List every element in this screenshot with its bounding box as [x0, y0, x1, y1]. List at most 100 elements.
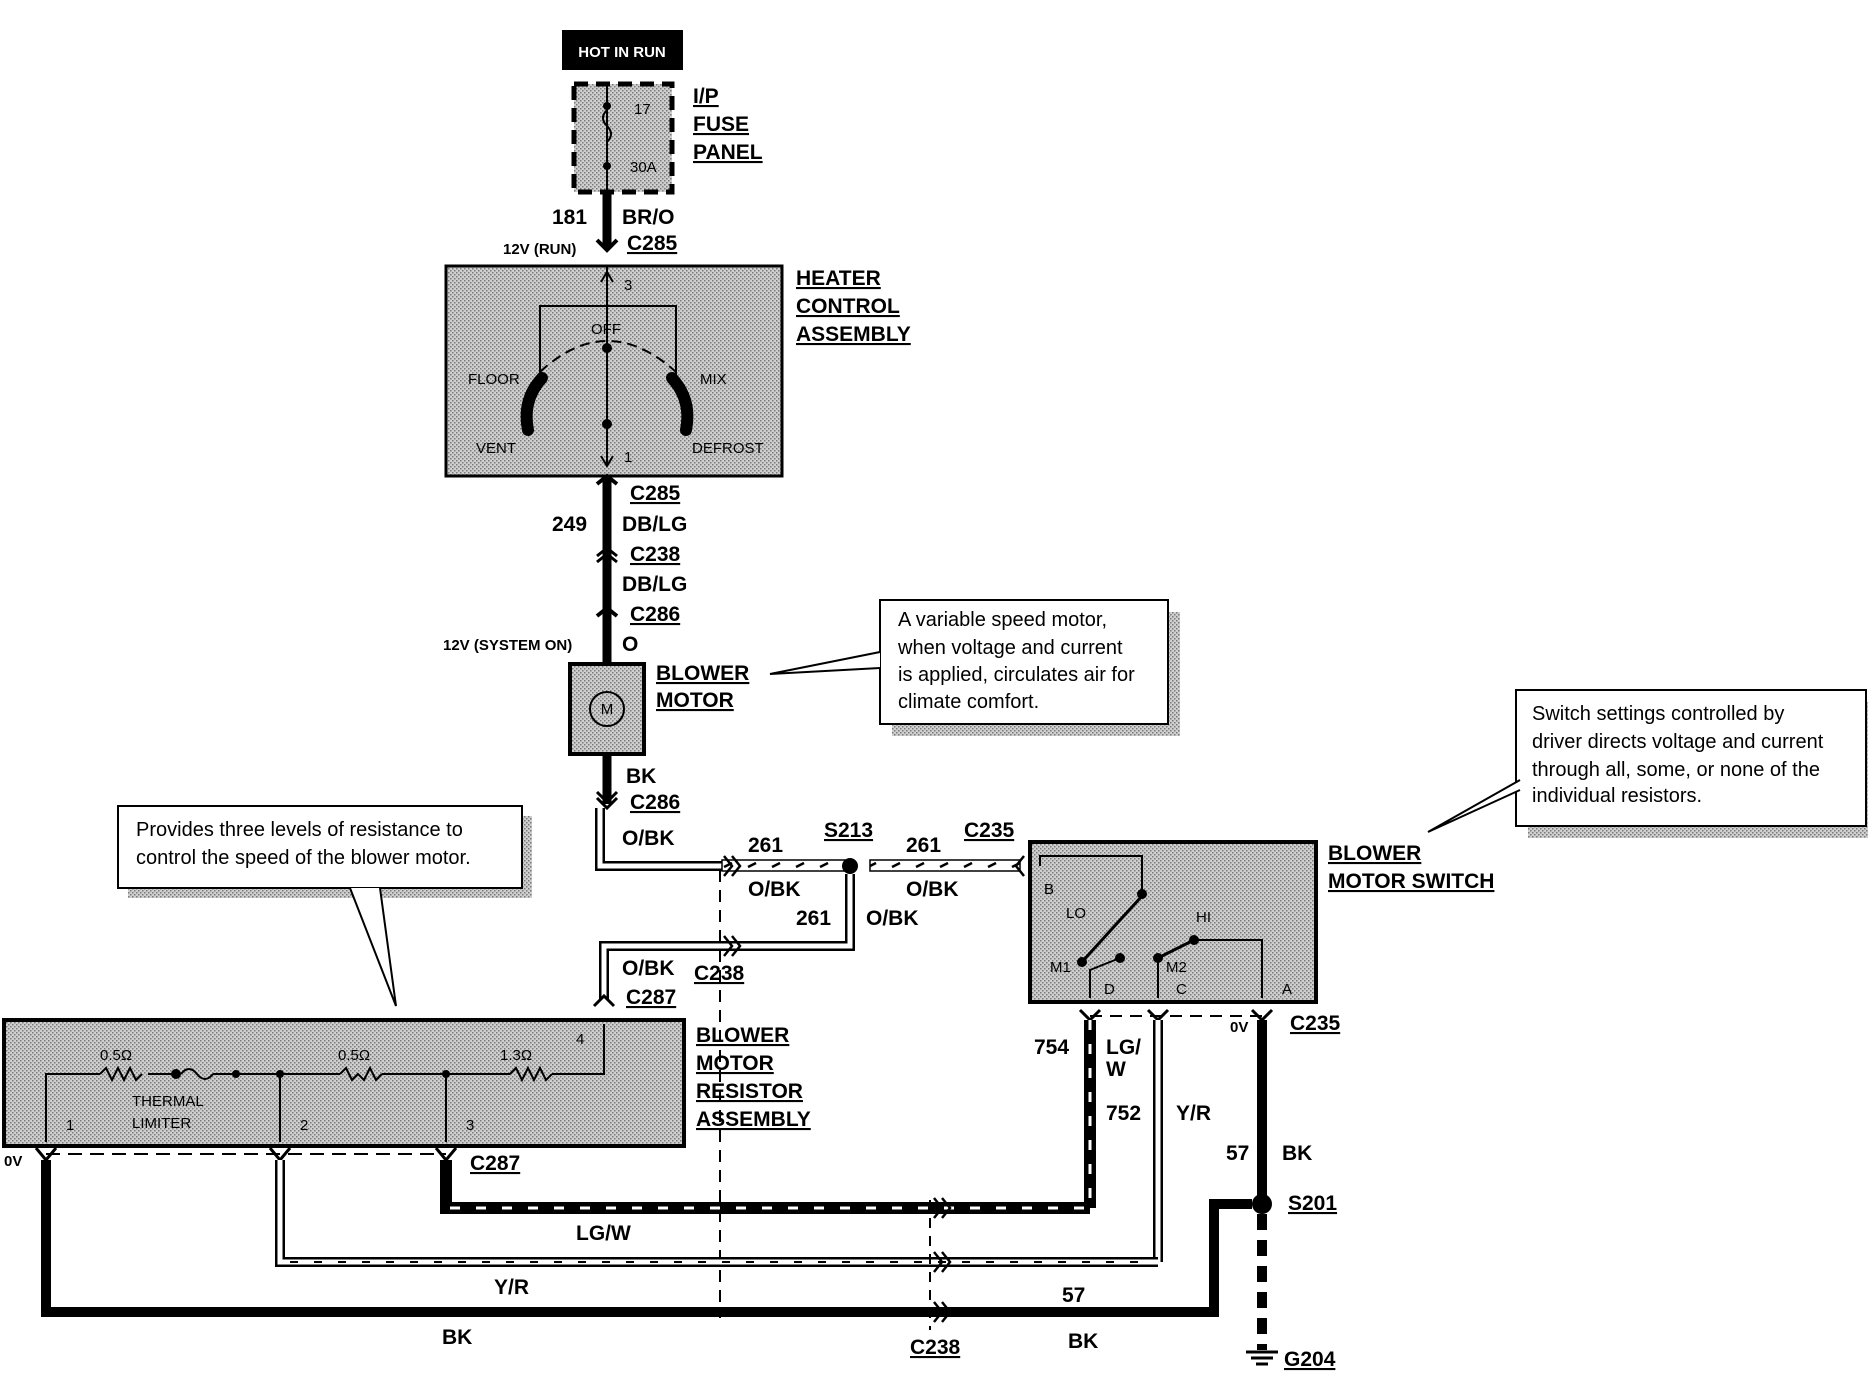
- ground-g204-label: G204: [1284, 1348, 1336, 1371]
- svg-text:3: 3: [466, 1117, 474, 1134]
- connector-c286-top: [595, 605, 619, 618]
- resistor-2-icon: [339, 1065, 383, 1082]
- blower-switch-label-1: BLOWER: [1328, 842, 1421, 865]
- fuse-number: 17: [634, 101, 651, 118]
- svg-text:LIMITER: LIMITER: [132, 1115, 191, 1132]
- wire-obk-color-2: O/BK: [748, 878, 801, 901]
- resistor-1-icon: [99, 1065, 143, 1083]
- fuse-panel-label-3: PANEL: [693, 141, 763, 164]
- resistor-label-2: MOTOR: [696, 1052, 774, 1075]
- svg-text:VENT: VENT: [476, 440, 516, 457]
- wire-261-obk: [595, 808, 1025, 1318]
- svg-text:HOT IN RUN: HOT IN RUN: [578, 44, 666, 61]
- connector-c286-bottom: [595, 790, 619, 811]
- resistor-callout: Provides three levels of resistance to c…: [117, 805, 532, 1007]
- wire-754-number: 754: [1034, 1036, 1069, 1059]
- blower-motor-callout: A variable speed motor, when voltage and…: [769, 599, 1180, 736]
- svg-text:through all, some, or none of: through all, some, or none of the: [1532, 759, 1820, 781]
- svg-text:4: 4: [576, 1031, 584, 1048]
- wire-57-number-2: 57: [1062, 1284, 1085, 1307]
- wire-yr-color: Y/R: [494, 1276, 529, 1299]
- wire-754-color-1: LG/: [1106, 1036, 1141, 1059]
- wire-lgw-bottom: [440, 1160, 1090, 1214]
- wire-752-number: 752: [1106, 1102, 1141, 1125]
- wire-obk-color-3: O/BK: [906, 878, 959, 901]
- connector-c287-bottom-label: C287: [470, 1152, 520, 1175]
- wire-261-number-2: 261: [906, 834, 941, 857]
- svg-text:2: 2: [300, 1117, 308, 1134]
- svg-text:1: 1: [66, 1117, 74, 1134]
- wire-bk-bottom: [41, 1160, 950, 1317]
- svg-text:OFF: OFF: [591, 321, 621, 338]
- svg-text:Provides three levels of resis: Provides three levels of resistance to: [136, 819, 463, 841]
- blower-switch-label-2: MOTOR SWITCH: [1328, 870, 1494, 893]
- connector-c235-top-label: C235: [964, 819, 1015, 842]
- fuse-icon: [602, 109, 612, 143]
- svg-text:LO: LO: [1066, 905, 1086, 922]
- resistor-label-1: BLOWER: [696, 1024, 789, 1047]
- wire-57-horizontal: [950, 1199, 1252, 1317]
- connector-c285-bottom-label: C285: [630, 482, 681, 505]
- connector-c238-upper: [596, 546, 618, 564]
- ground-icon: [1246, 1350, 1278, 1366]
- blower-motor-switch: B LO HI M1 M2 D C A: [1028, 840, 1318, 1004]
- svg-text:climate comfort.: climate comfort.: [898, 691, 1039, 713]
- svg-text:THERMAL: THERMAL: [132, 1093, 204, 1110]
- blower-motor-label-1: BLOWER: [656, 662, 749, 685]
- voltage-run: 12V (RUN): [503, 241, 576, 258]
- wire-57-number-1: 57: [1226, 1142, 1249, 1165]
- wire-obk-color-4: O/BK: [866, 907, 919, 930]
- connector-c285-top-label: C285: [627, 232, 678, 255]
- svg-text:0.5Ω: 0.5Ω: [100, 1047, 132, 1064]
- wire-o-color: O: [622, 633, 638, 656]
- wire-bk-bottom-color: BK: [442, 1326, 472, 1349]
- svg-text:C: C: [1176, 981, 1187, 998]
- fuse-panel-label-2: FUSE: [693, 113, 749, 136]
- thermal-limiter-icon: [180, 1068, 214, 1080]
- resistor-label-3: RESISTOR: [696, 1080, 803, 1103]
- wire-181-number: 181: [552, 206, 587, 229]
- fuse-rating: 30A: [630, 159, 657, 176]
- wire-261-number-3: 261: [796, 907, 831, 930]
- connector-c235-bottom-label: C235: [1290, 1012, 1341, 1035]
- connector-c287-top: [592, 993, 616, 1008]
- wire-obk-color-1: O/BK: [622, 827, 675, 850]
- wire-249-color-2: DB/LG: [622, 573, 687, 596]
- blower-motor: M: [568, 662, 646, 756]
- hot-in-run-box: HOT IN RUN: [562, 30, 683, 70]
- svg-text:is applied, circulates air for: is applied, circulates air for: [898, 664, 1135, 686]
- wire-249-color: DB/LG: [622, 513, 687, 536]
- svg-text:control the speed of the blowe: control the speed of the blower motor.: [136, 847, 471, 869]
- fuse-panel-label-1: I/P: [693, 85, 719, 108]
- connector-c238-mid-label: C238: [694, 962, 745, 985]
- svg-text:1.3Ω: 1.3Ω: [500, 1047, 532, 1064]
- svg-text:3: 3: [624, 277, 632, 294]
- switch-zero-volts: 0V: [1230, 1019, 1248, 1036]
- connector-c286-bottom-label: C286: [630, 791, 680, 814]
- svg-text:D: D: [1104, 981, 1115, 998]
- svg-text:A: A: [1282, 981, 1292, 998]
- splice-s201: [1252, 1194, 1272, 1214]
- wire-57-color-1: BK: [1282, 1142, 1312, 1165]
- wire-754-color-2: W: [1106, 1058, 1126, 1081]
- connector-c238-bottom-label: C238: [910, 1336, 961, 1359]
- wire-bk-color: BK: [626, 765, 656, 788]
- svg-text:0.5Ω: 0.5Ω: [338, 1047, 370, 1064]
- splice-s213-label: S213: [824, 819, 873, 842]
- heater-control-label-3: ASSEMBLY: [796, 323, 911, 346]
- svg-text:individual resistors.: individual resistors.: [1532, 785, 1702, 807]
- svg-text:HI: HI: [1196, 909, 1211, 926]
- splice-s201-label: S201: [1288, 1192, 1337, 1215]
- connector-c238-upper-label: C238: [630, 543, 681, 566]
- blower-resistor-assembly: 0.5Ω 0.5Ω 1.3Ω THERMAL LIMITER 1 2 3 4: [2, 1018, 686, 1148]
- motor-icon: [589, 691, 625, 727]
- svg-text:1: 1: [624, 449, 632, 466]
- connector-c238-bottom: [933, 1197, 952, 1323]
- heater-control-assembly: 3 1 OFF FLOOR MIX VENT DEFROST: [444, 264, 784, 478]
- wire-261-number-1: 261: [748, 834, 783, 857]
- connector-c285-bottom: [595, 473, 619, 486]
- wire-249-number: 249: [552, 513, 587, 536]
- wire-181-color: BR/O: [622, 206, 675, 229]
- svg-text:M2: M2: [1166, 959, 1187, 976]
